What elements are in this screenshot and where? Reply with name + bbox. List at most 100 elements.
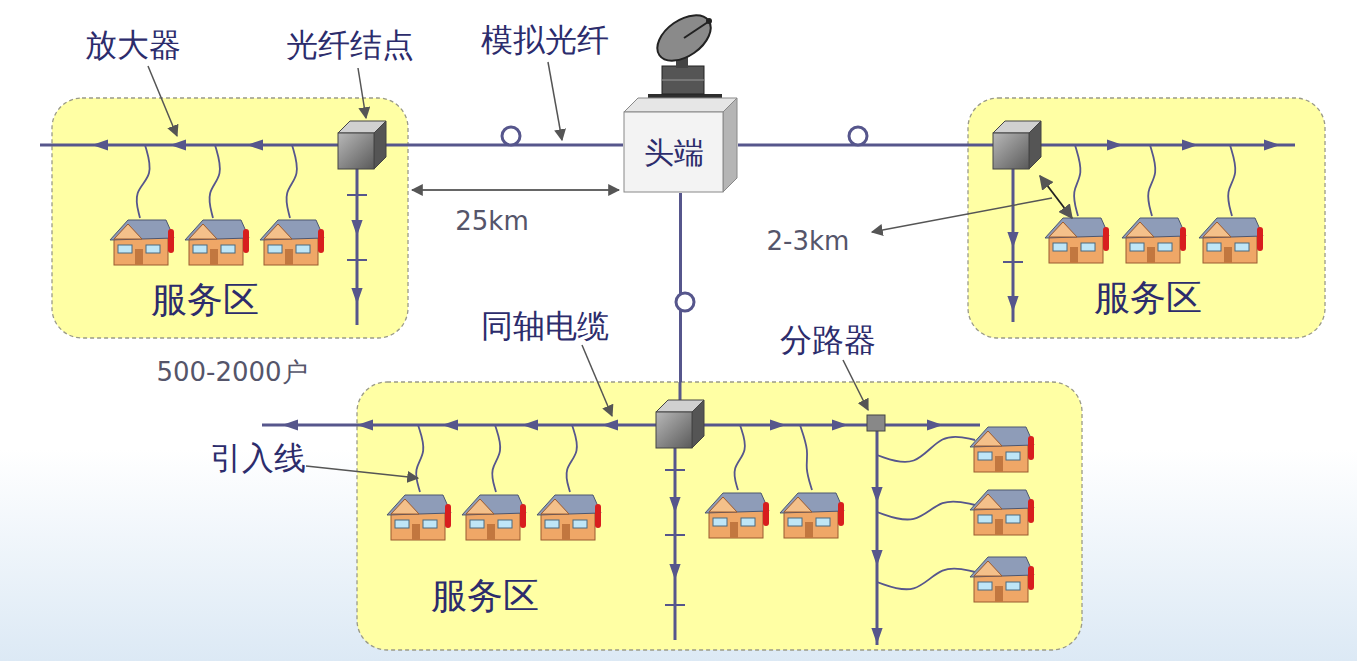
drop-cable <box>1228 145 1235 216</box>
house-icon <box>780 493 844 538</box>
drop-cable <box>566 425 576 492</box>
amplifier-arrow <box>282 419 298 430</box>
fiber-coil <box>676 293 694 311</box>
coax-line <box>674 448 677 640</box>
fiber-connector <box>679 193 682 382</box>
callout-label: 25km <box>455 207 528 237</box>
fiber-line <box>968 144 993 147</box>
coax-line <box>1041 144 1295 147</box>
amplifier-arrow <box>669 497 680 513</box>
tap-tick <box>665 469 685 471</box>
amplifier-arrow <box>92 139 108 150</box>
amplifier-arrow <box>1264 139 1280 150</box>
dimension-arrow <box>412 189 619 191</box>
amplifier-arrow <box>770 419 786 430</box>
house-icon <box>260 220 324 265</box>
tap-tick <box>665 604 685 606</box>
leader-line <box>582 345 612 416</box>
amplifier-arrow <box>247 139 263 150</box>
leader-line <box>872 198 1052 232</box>
drop-cable <box>800 425 812 490</box>
house-icon <box>537 495 601 540</box>
area-label: 服务区 <box>431 575 539 616</box>
leader-line <box>306 466 418 478</box>
drop-cable <box>877 569 975 590</box>
house-icon <box>387 495 451 540</box>
fiber-line <box>386 144 408 147</box>
fiber-coil <box>849 127 867 145</box>
amplifier-arrow <box>832 419 848 430</box>
amplifier-arrow <box>442 419 458 430</box>
house-icon <box>462 495 526 540</box>
callout-label: 引入线 <box>210 440 306 477</box>
drop-cable <box>286 145 296 218</box>
splitter <box>867 415 885 431</box>
house-icon <box>1122 218 1186 263</box>
house-icon <box>185 220 249 265</box>
leader-line <box>548 62 562 140</box>
service-area: 服务区 <box>968 98 1325 338</box>
service-area-fill <box>968 98 1325 338</box>
house-icon <box>970 490 1034 535</box>
amplifier-arrow <box>170 139 186 150</box>
callout-label: 光纤结点 <box>286 27 414 64</box>
amplifier-arrow <box>871 487 882 503</box>
house-icon <box>970 557 1034 602</box>
drop-cable <box>1074 145 1080 216</box>
tap-tick <box>347 194 367 196</box>
coax-line <box>262 424 656 427</box>
fiber-line <box>679 382 682 400</box>
amplifier-arrow <box>1107 139 1123 150</box>
drop-cable <box>492 425 500 492</box>
drop-cable <box>877 501 975 519</box>
drop-cable <box>734 425 744 490</box>
drop-cable <box>209 145 219 218</box>
house-icon <box>970 427 1034 472</box>
house-icon <box>705 493 769 538</box>
tap-tick <box>665 534 685 536</box>
fiber-node-cube <box>338 121 386 169</box>
amplifier-arrow <box>1182 139 1198 150</box>
amplifier-arrow <box>522 419 538 430</box>
headend-box: 头端 <box>623 97 738 193</box>
amplifier-arrow <box>927 419 943 430</box>
fiber-node-cube <box>993 121 1041 169</box>
tap-tick <box>347 259 367 261</box>
headend-label: 头端 <box>644 136 704 171</box>
area-label: 服务区 <box>1094 277 1202 318</box>
callout-label: 2-3km <box>767 227 850 257</box>
house-icon <box>110 220 174 265</box>
callout-label: 模拟光纤 <box>481 22 609 59</box>
amplifier-arrow <box>669 564 680 580</box>
service-area: 服务区 <box>357 382 1082 650</box>
callout-label: 同轴电缆 <box>481 308 609 345</box>
leader-line <box>148 66 177 136</box>
fiber-coil <box>502 127 520 145</box>
house-icon <box>1045 218 1109 263</box>
amplifier-arrow <box>602 419 618 430</box>
callout-label: 500-2000户 <box>156 358 307 388</box>
service-area-fill <box>52 98 408 338</box>
amplifier-arrow <box>871 550 882 566</box>
amplifier-arrow <box>1007 296 1018 312</box>
satellite-dish <box>648 6 722 103</box>
service-area-fill <box>357 382 1082 650</box>
callout-label: 放大器 <box>85 27 181 64</box>
amplifier-arrow <box>351 288 362 304</box>
drop-cable <box>416 425 423 492</box>
amplifier-arrow <box>1007 232 1018 248</box>
amplifier-arrow <box>357 419 373 430</box>
amplifier-arrow <box>871 628 882 644</box>
service-area: 服务区 <box>52 98 408 338</box>
amplifier-arrow <box>351 220 362 236</box>
area-label: 服务区 <box>151 279 259 320</box>
fiber-node-cube <box>656 400 704 448</box>
drop-cable <box>137 145 150 218</box>
tap-tick <box>1003 261 1023 263</box>
drop-cable <box>877 437 975 462</box>
leader-line <box>358 68 366 118</box>
dimension-arrow <box>1040 176 1072 218</box>
coax-line <box>876 425 879 645</box>
coax-line <box>40 144 338 147</box>
drop-cable <box>1148 145 1155 216</box>
